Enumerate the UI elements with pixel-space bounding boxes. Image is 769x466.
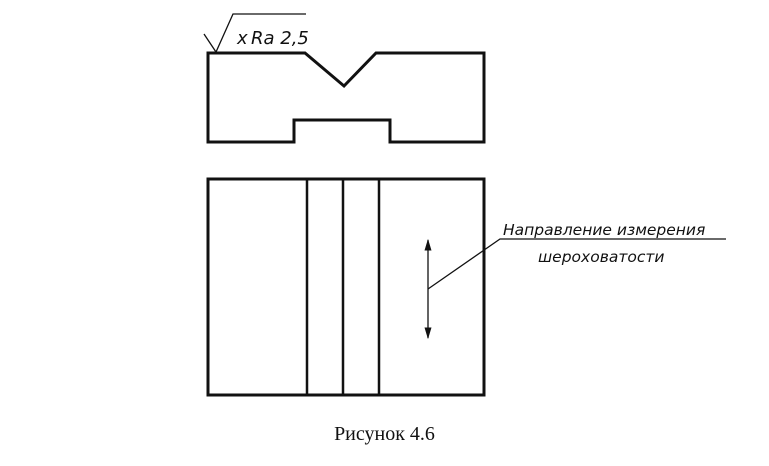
leader-line [427,238,726,290]
roughness-mark: x [236,28,248,49]
roughness-symbol: x Ra 2,5 [203,13,309,54]
figure-caption: Рисунок 4.6 [334,423,435,445]
leader-note-line2: шероховатости [538,248,664,266]
leader-note-line1: Направление измерения [503,221,705,239]
top-view [206,177,486,397]
roughness-value: Ra 2,5 [251,28,309,49]
front-view-outline [206,51,486,144]
